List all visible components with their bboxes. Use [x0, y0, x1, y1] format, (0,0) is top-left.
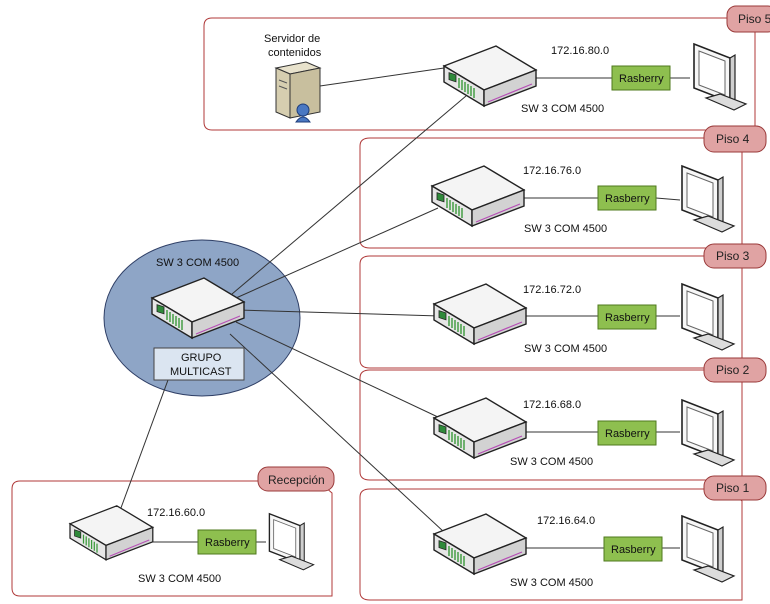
- multicast-line2: MULTICAST: [170, 366, 232, 378]
- floor-5-rasberry-label: Rasberry: [619, 73, 664, 85]
- connections: [117, 67, 690, 549]
- floor-4-rasberry: Rasberry: [597, 185, 657, 211]
- content-server: Servidor de contenidos: [264, 33, 322, 123]
- floor-1-tag: Piso 1: [703, 475, 767, 501]
- floor-3-tag-label: Piso 3: [716, 249, 750, 263]
- floor-3-monitor-icon: [681, 283, 735, 351]
- multicast-line1: GRUPO: [181, 352, 222, 364]
- floor-3-switch-icon: [433, 283, 527, 345]
- floor-4-switch-label: SW 3 COM 4500: [524, 223, 607, 235]
- reception-tag-label: Recepción: [268, 473, 325, 487]
- floor-2-switch-icon: [433, 397, 527, 459]
- floor-5-tag-label: Piso 5: [738, 12, 770, 26]
- floor-1-rasberry-label: Rasberry: [611, 544, 656, 556]
- reception-switch-label: SW 3 COM 4500: [138, 573, 221, 585]
- floor-2-network: 172.16.68.0: [523, 399, 581, 411]
- floor-3-switch-label: SW 3 COM 4500: [524, 343, 607, 355]
- floor-2-switch-label: SW 3 COM 4500: [510, 456, 593, 468]
- floor-5-frame: [203, 17, 756, 131]
- reception-network: 172.16.60.0: [147, 507, 205, 519]
- floor-5-rasberry: Rasberry: [611, 65, 671, 91]
- floor-1-rasberry: Rasberry: [603, 536, 663, 562]
- floor-1-monitor-icon: [681, 515, 735, 583]
- floor-1-frame: [359, 488, 743, 601]
- floor-1-switch-label: SW 3 COM 4500: [510, 577, 593, 589]
- server-label-line1: Servidor de: [264, 33, 320, 45]
- floor-2-tag-label: Piso 2: [716, 363, 750, 377]
- floor-2-frame: [359, 369, 743, 481]
- floor-5-network: 172.16.80.0: [551, 45, 609, 57]
- floor-2-rasberry-label: Rasberry: [605, 428, 650, 440]
- floor-4-frame: [359, 137, 743, 249]
- floor-5-tag: Piso 5: [726, 5, 770, 33]
- reception-rasberry: Rasberry: [197, 529, 257, 555]
- floor-3-tag: Piso 3: [703, 243, 767, 269]
- server-icon: [274, 61, 322, 123]
- core-switch-label: SW 3 COM 4500: [156, 257, 239, 269]
- floor-5-switch-label: SW 3 COM 4500: [521, 103, 604, 115]
- floor-3-rasberry-label: Rasberry: [605, 312, 650, 324]
- reception-switch-icon: [69, 505, 154, 561]
- floor-4-tag-label: Piso 4: [716, 132, 750, 146]
- reception-tag: Recepción: [257, 466, 335, 492]
- floor-2-rasberry: Rasberry: [597, 420, 657, 446]
- floor-3-network: 172.16.72.0: [523, 284, 581, 296]
- floor-5-monitor-icon: [693, 43, 747, 111]
- reception-monitor-icon: [268, 513, 315, 571]
- floor-5-switch-icon: [443, 45, 537, 107]
- floor-4-switch-icon: [431, 165, 525, 227]
- multicast-group-box: GRUPO MULTICAST: [153, 347, 245, 381]
- floor-4-tag: Piso 4: [703, 125, 767, 153]
- floor-3-frame: [359, 255, 743, 369]
- floor-2-tag: Piso 2: [703, 357, 767, 383]
- floor-4-network: 172.16.76.0: [523, 165, 581, 177]
- floor-1-switch-icon: [433, 513, 527, 575]
- floor-3-rasberry: Rasberry: [597, 304, 657, 330]
- floor-1-network: 172.16.64.0: [537, 515, 595, 527]
- reception-frame: [11, 480, 333, 597]
- floor-4-monitor-icon: [681, 165, 735, 233]
- server-label-line2: contenidos: [268, 47, 322, 59]
- reception-rasberry-label: Rasberry: [205, 537, 250, 549]
- floor-1-tag-label: Piso 1: [716, 481, 750, 495]
- floor-2-monitor-icon: [681, 399, 735, 467]
- floor-4-rasberry-label: Rasberry: [605, 193, 650, 205]
